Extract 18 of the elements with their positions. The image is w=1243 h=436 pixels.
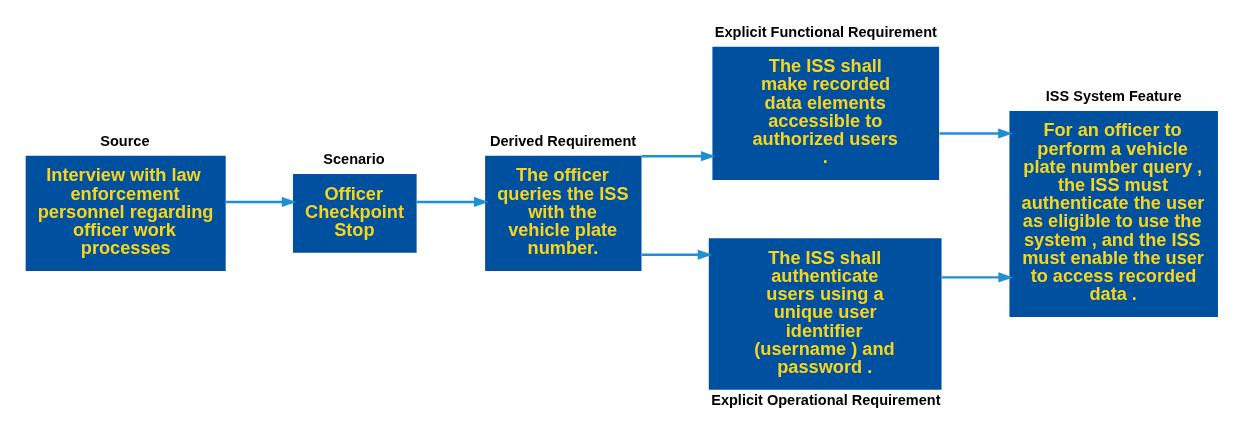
arrow	[641, 249, 713, 260]
node-box: The ISS shall make recorded data elements accessible to authorized users .	[712, 46, 940, 181]
arrow	[939, 128, 1013, 139]
arrow	[225, 196, 297, 208]
node-box: For an officer to perform a vehicle plate number query , the ISS must authenticate the user as eligible to use the system , and the ISS must enable the user to access recorded data .	[1009, 111, 1218, 318]
node-label: Source	[100, 132, 150, 149]
node-box: Officer Checkpoint Stop	[292, 174, 417, 253]
arrow	[641, 151, 716, 162]
node-label: ISS System Feature	[1045, 87, 1182, 104]
node-label: Explicit Operational Requirement	[711, 392, 941, 409]
node-box: The ISS shall authenticate users using a unique user identifier (username ) and password .	[708, 238, 942, 390]
arrow	[941, 272, 1013, 283]
node-label: Derived Requirement	[489, 132, 637, 149]
node-label: Explicit Functional Requirement	[714, 23, 937, 40]
arrow	[416, 196, 489, 208]
node-box: The officer queries the ISS with the vehicle plate number.	[485, 155, 642, 272]
node-label: Scenario	[323, 150, 385, 167]
node-box: Interview with law enforcement personnel regarding officer work processes	[25, 155, 226, 272]
